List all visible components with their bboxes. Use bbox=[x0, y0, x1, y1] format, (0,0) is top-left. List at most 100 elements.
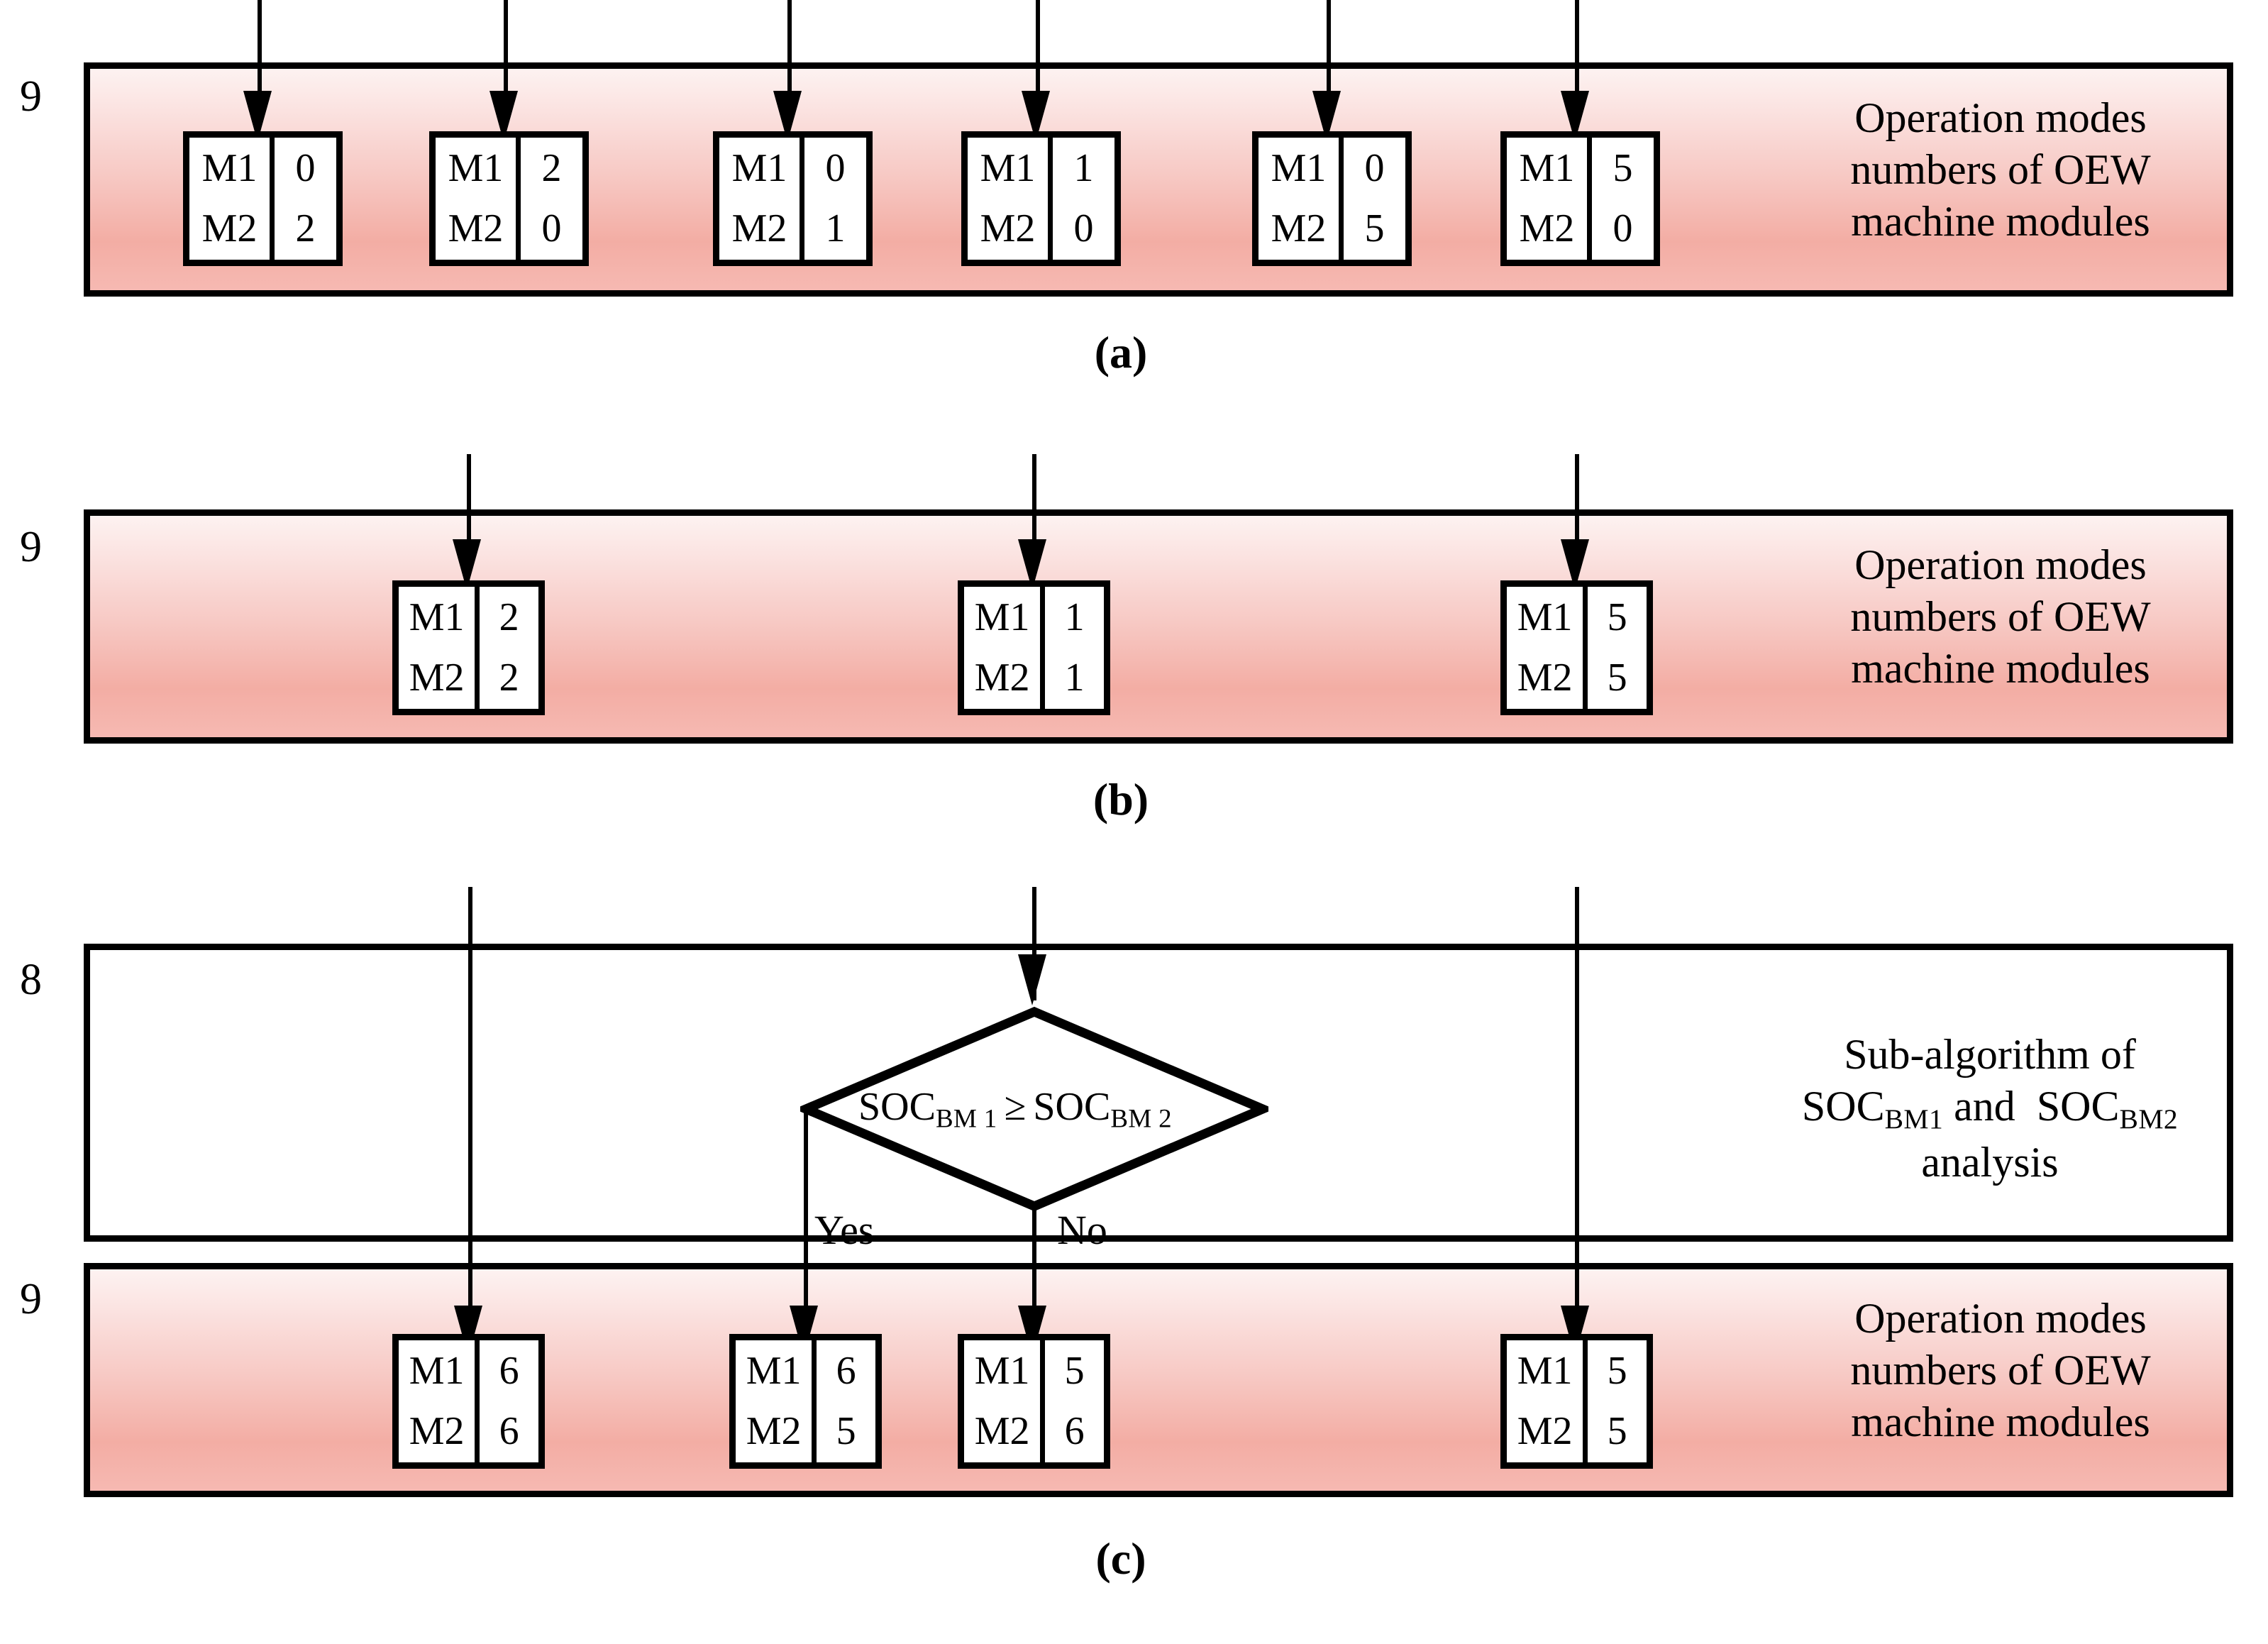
caption-line: numbers of OEW bbox=[1850, 593, 2151, 641]
module-box-labels: M1 M2 bbox=[1259, 138, 1344, 260]
decision-soc-right: SOC bbox=[1033, 1085, 1111, 1129]
module-row2-value: 1 bbox=[825, 206, 846, 250]
module-row2-label: M2 bbox=[1517, 1409, 1573, 1453]
caption-line-soc: SOCBM1 and SOCBM2 bbox=[1745, 1081, 2235, 1136]
module-row1-label: M1 bbox=[1517, 595, 1573, 639]
decision-sub-right: BM 2 bbox=[1110, 1103, 1173, 1133]
module-box-labels: M1 M2 bbox=[436, 138, 521, 260]
module-box-labels: M1 M2 bbox=[736, 1340, 817, 1462]
branch-label-yes: Yes bbox=[814, 1207, 875, 1253]
module-row1-label: M1 bbox=[1519, 145, 1575, 190]
module-row1-value: 2 bbox=[499, 595, 519, 639]
band-number-b-9: 9 bbox=[20, 523, 42, 571]
module-row1-value: 5 bbox=[1607, 595, 1627, 639]
module-box-labels: M1 M2 bbox=[1507, 587, 1588, 709]
caption-sub2: BM2 bbox=[2119, 1103, 2179, 1135]
module-row1-label: M1 bbox=[1517, 1348, 1573, 1393]
module-box[interactable]: M1 M2 0 1 bbox=[713, 131, 873, 266]
module-box-labels: M1 M2 bbox=[719, 138, 805, 260]
band-caption-a: Operation modes numbers of OEW machine m… bbox=[1788, 92, 2213, 248]
module-row1-value: 1 bbox=[1064, 595, 1085, 639]
module-row2-label: M2 bbox=[980, 206, 1036, 250]
module-row2-value: 2 bbox=[499, 656, 519, 700]
module-box-values: 2 0 bbox=[521, 138, 582, 260]
connector-line-a-2 bbox=[504, 0, 508, 114]
band-number-c-9: 9 bbox=[20, 1275, 42, 1323]
module-box[interactable]: M1 M2 5 5 bbox=[1500, 580, 1653, 715]
module-box-values: 5 5 bbox=[1588, 1340, 1647, 1462]
module-box[interactable]: M1 M2 6 5 bbox=[729, 1334, 882, 1469]
caption-and: and bbox=[1943, 1083, 2037, 1130]
module-box-values: 0 1 bbox=[804, 138, 866, 260]
module-box[interactable]: M1 M2 6 6 bbox=[392, 1334, 545, 1469]
module-box-labels: M1 M2 bbox=[399, 1340, 480, 1462]
module-row1-value: 1 bbox=[1073, 145, 1094, 190]
connector-line-c-decision-in bbox=[1032, 887, 1036, 1000]
connector-line-a-3 bbox=[787, 0, 792, 114]
module-box-labels: M1 M2 bbox=[964, 587, 1046, 709]
module-box[interactable]: M1 M2 5 0 bbox=[1500, 131, 1660, 266]
module-row2-label: M2 bbox=[448, 206, 504, 250]
module-row1-label: M1 bbox=[448, 145, 504, 190]
caption-line: numbers of OEW bbox=[1850, 146, 2151, 194]
decision-soc-left: SOC bbox=[858, 1085, 936, 1129]
caption-soc1: SOC bbox=[1801, 1083, 1885, 1130]
module-row1-label: M1 bbox=[746, 1348, 802, 1393]
connector-line-c-right bbox=[1575, 887, 1579, 1348]
module-row2-value: 0 bbox=[1073, 206, 1094, 250]
module-box-values: 5 5 bbox=[1588, 587, 1647, 709]
module-row2-label: M2 bbox=[746, 1409, 802, 1453]
module-row1-label: M1 bbox=[980, 145, 1036, 190]
module-box[interactable]: M1 M2 2 2 bbox=[392, 580, 545, 715]
module-box[interactable]: M1 M2 2 0 bbox=[429, 131, 589, 266]
module-box[interactable]: M1 M2 5 6 bbox=[958, 1334, 1110, 1469]
caption-soc2: SOC bbox=[2036, 1083, 2120, 1130]
module-row2-value: 5 bbox=[1364, 206, 1385, 250]
caption-line: machine modules bbox=[1851, 1398, 2150, 1446]
module-row2-label: M2 bbox=[731, 206, 787, 250]
module-row1-label: M1 bbox=[974, 595, 1030, 639]
module-row2-label: M2 bbox=[1271, 206, 1327, 250]
module-box[interactable]: M1 M2 5 5 bbox=[1500, 1334, 1653, 1469]
module-row2-value: 0 bbox=[541, 206, 562, 250]
module-row1-label: M1 bbox=[201, 145, 258, 190]
connector-line-a-6 bbox=[1575, 0, 1579, 114]
caption-line: machine modules bbox=[1851, 645, 2150, 693]
module-row1-label: M1 bbox=[1271, 145, 1327, 190]
module-box-values: 5 0 bbox=[1592, 138, 1654, 260]
band-number-a-9: 9 bbox=[20, 72, 42, 121]
module-box-labels: M1 M2 bbox=[968, 138, 1053, 260]
decision-diamond[interactable] bbox=[800, 1006, 1268, 1212]
module-box-labels: M1 M2 bbox=[1507, 1340, 1588, 1462]
module-box-values: 2 2 bbox=[480, 587, 538, 709]
module-box-values: 0 2 bbox=[275, 138, 336, 260]
module-row1-value: 6 bbox=[499, 1348, 519, 1393]
decision-sub-left: BM 1 bbox=[935, 1103, 997, 1133]
module-box[interactable]: M1 M2 0 5 bbox=[1252, 131, 1412, 266]
caption-line: machine modules bbox=[1851, 198, 2150, 246]
band-caption-c-operation-modes: Operation modes numbers of OEW machine m… bbox=[1788, 1293, 2213, 1449]
module-box-labels: M1 M2 bbox=[964, 1340, 1046, 1462]
module-box[interactable]: M1 M2 0 2 bbox=[183, 131, 343, 266]
module-row1-value: 5 bbox=[1613, 145, 1633, 190]
module-box[interactable]: M1 M2 1 1 bbox=[958, 580, 1110, 715]
panel-letter-a: (a) bbox=[1094, 327, 1148, 377]
module-row2-label: M2 bbox=[1517, 656, 1573, 700]
caption-line: numbers of OEW bbox=[1850, 1347, 2151, 1394]
panel-letter-c: (c) bbox=[1095, 1533, 1146, 1584]
connector-line-a-4 bbox=[1036, 0, 1040, 114]
connector-line-b-3 bbox=[1575, 454, 1579, 561]
module-box[interactable]: M1 M2 1 0 bbox=[961, 131, 1121, 266]
module-box-labels: M1 M2 bbox=[189, 138, 275, 260]
connector-line-c-left bbox=[468, 887, 472, 1348]
module-row2-label: M2 bbox=[201, 206, 258, 250]
module-box-labels: M1 M2 bbox=[1507, 138, 1593, 260]
module-row1-label: M1 bbox=[731, 145, 787, 190]
module-row2-value: 0 bbox=[1613, 206, 1633, 250]
module-box-values: 6 5 bbox=[817, 1340, 875, 1462]
caption-line: Operation modes bbox=[1854, 94, 2147, 141]
decision-condition-text: SOCBM 1≥SOCBM 2 bbox=[858, 1084, 1172, 1133]
connector-line-c-no bbox=[1032, 1199, 1036, 1348]
module-row1-label: M1 bbox=[409, 1348, 465, 1393]
